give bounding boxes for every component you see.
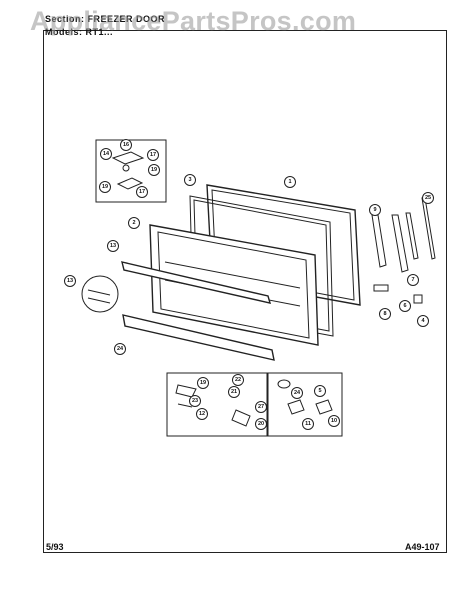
models-label: Models: (45, 27, 83, 37)
svg-text:16: 16 (123, 142, 129, 148)
callout-1: 1 (284, 176, 296, 188)
svg-text:4: 4 (421, 318, 425, 324)
section-header: Section: FREEZER DOOR (45, 14, 165, 24)
svg-text:27: 27 (258, 404, 264, 410)
callout-22: 22 (232, 374, 244, 386)
svg-text:13: 13 (67, 278, 73, 284)
footer-page-code: A49-107 (405, 542, 440, 552)
hinge-inset-box (95, 139, 167, 203)
callout-19: 19 (197, 377, 209, 389)
cam-inset-box (267, 372, 343, 437)
svg-text:19: 19 (200, 380, 206, 386)
callout-2: 2 (128, 217, 140, 229)
callout-10: 10 (328, 415, 340, 427)
callout-3: 3 (184, 174, 196, 186)
svg-text:12: 12 (199, 411, 205, 417)
callout-20: 20 (255, 418, 267, 430)
callout-6: 6 (399, 300, 411, 312)
svg-text:8: 8 (383, 311, 386, 317)
section-label: Section: (45, 14, 85, 24)
svg-text:20: 20 (258, 421, 264, 427)
svg-text:19: 19 (151, 167, 157, 173)
svg-text:19: 19 (102, 184, 108, 190)
footer-date: 5/93 (46, 542, 64, 552)
callout-17: 19 (148, 164, 160, 176)
callout-21: 21 (228, 386, 240, 398)
svg-text:13: 13 (110, 243, 116, 249)
svg-text:17: 17 (139, 189, 145, 195)
watermark: AppliancePartsPros.com (30, 6, 357, 36)
callout-16-inset: 17 (136, 186, 148, 198)
callout-8: 8 (379, 308, 391, 320)
bottom-trim (122, 314, 275, 361)
callout-26: 25 (422, 192, 434, 204)
callout-23: 23 (189, 395, 201, 407)
svg-text:24: 24 (117, 346, 124, 352)
svg-text:17: 17 (150, 152, 156, 158)
svg-text:14: 14 (103, 151, 110, 157)
svg-text:5: 5 (318, 388, 321, 394)
svg-text:9: 9 (373, 207, 376, 213)
callout-19-inset: 19 (99, 181, 111, 193)
svg-text:3: 3 (188, 177, 191, 183)
section-value: FREEZER DOOR (87, 14, 166, 24)
callout-15: 16 (120, 139, 132, 151)
diagram-frame (43, 30, 447, 553)
door-shelf-bar (121, 261, 271, 304)
detail-magnifier (81, 275, 119, 313)
models-value: RT1... (85, 27, 114, 37)
svg-text:22: 22 (235, 377, 241, 383)
svg-text:1: 1 (288, 179, 291, 185)
callout-13-upper: 13 (107, 240, 119, 252)
callout-11: 11 (302, 418, 314, 430)
callout-16: 17 (147, 149, 159, 161)
callout-27: 27 (255, 401, 267, 413)
callout-13-lower: 13 (64, 275, 76, 287)
svg-text:10: 10 (331, 418, 337, 424)
callout-5: 5 (314, 385, 326, 397)
svg-text:7: 7 (411, 277, 414, 283)
hinge-bracket (371, 214, 387, 268)
callout-24: 24 (291, 387, 303, 399)
callout-25: 24 (114, 343, 126, 355)
callout-9: 9 (369, 204, 381, 216)
svg-text:6: 6 (403, 303, 406, 309)
svg-text:11: 11 (305, 421, 311, 427)
callout-14: 14 (100, 148, 112, 160)
models-header: Models: RT1... (45, 27, 113, 37)
callout-7: 7 (407, 274, 419, 286)
handle-inset-box (166, 372, 268, 437)
callout-12: 12 (196, 408, 208, 420)
svg-text:25: 25 (425, 195, 431, 201)
callout-4: 4 (417, 315, 429, 327)
svg-text:2: 2 (132, 220, 135, 226)
svg-text:21: 21 (231, 389, 237, 395)
svg-text:24: 24 (294, 390, 301, 396)
svg-text:23: 23 (192, 398, 198, 404)
